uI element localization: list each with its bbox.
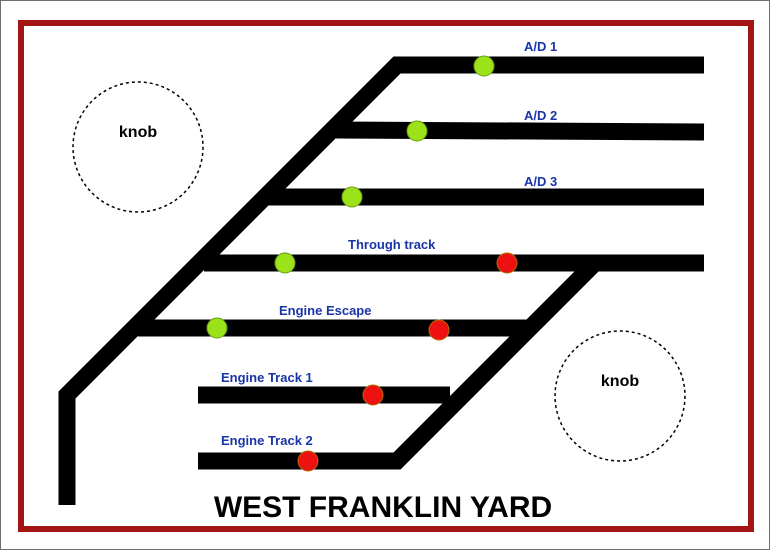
signal-ad1-green[interactable] bbox=[473, 55, 495, 77]
signal-engine-1-red[interactable] bbox=[362, 384, 384, 406]
signal-engine-2-red[interactable] bbox=[297, 450, 319, 472]
knob-right-label: knob bbox=[601, 373, 639, 390]
signal-through-green[interactable] bbox=[274, 252, 296, 274]
yard-title: WEST FRANKLIN YARD bbox=[214, 491, 552, 524]
track-engine-2 bbox=[198, 258, 600, 470]
label-engine-escape: Engine Escape bbox=[279, 303, 371, 318]
label-ad3: A/D 3 bbox=[524, 174, 557, 189]
signal-engine-escape-green[interactable] bbox=[206, 317, 228, 339]
knob-left[interactable] bbox=[72, 81, 204, 213]
signal-ad3-green[interactable] bbox=[341, 186, 363, 208]
track-labels: A/D 1 A/D 2 A/D 3 Through track Engine E… bbox=[221, 39, 557, 448]
label-ad2: A/D 2 bbox=[524, 108, 557, 123]
label-through-track: Through track bbox=[348, 237, 436, 252]
signal-engine-escape-red[interactable] bbox=[428, 319, 450, 341]
track-rails bbox=[58, 56, 705, 505]
label-engine-track-2: Engine Track 2 bbox=[221, 433, 313, 448]
label-engine-track-1: Engine Track 1 bbox=[221, 370, 313, 385]
label-ad1: A/D 1 bbox=[524, 39, 557, 54]
yard-panel-frame bbox=[18, 20, 754, 532]
signal-ad2-green[interactable] bbox=[406, 120, 428, 142]
knobs: knob knob bbox=[72, 81, 686, 462]
ladder-lead-track bbox=[58, 56, 704, 505]
signal-lamps bbox=[206, 55, 518, 472]
track-ad2 bbox=[335, 121, 705, 141]
knob-right[interactable] bbox=[554, 330, 686, 462]
knob-left-label: knob bbox=[119, 124, 157, 141]
signal-through-red[interactable] bbox=[496, 252, 518, 274]
